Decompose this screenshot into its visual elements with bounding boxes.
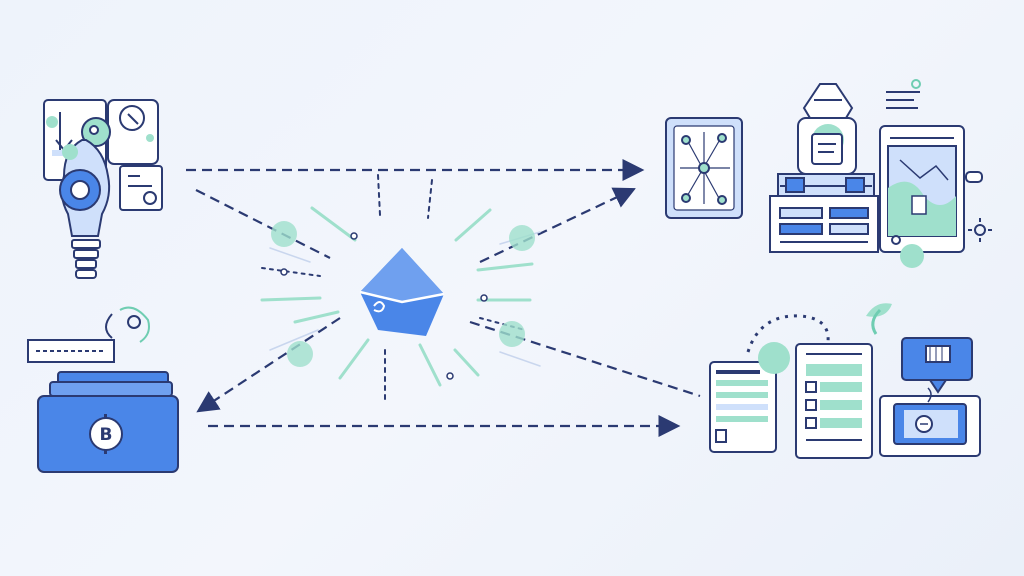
- lightbulb-document-icon: [43, 99, 163, 279]
- tablet-map-icon: [879, 79, 992, 268]
- mint-dot: [271, 221, 297, 247]
- building-kiosk-icon: [769, 83, 879, 253]
- report-document-icon: [709, 314, 830, 453]
- connector-center-to-top-right: [479, 187, 636, 263]
- map-document-icon: [665, 117, 743, 219]
- wallet-coin-icon: B: [27, 306, 179, 473]
- mint-dot: [509, 225, 535, 251]
- connector-center-to-bottom-left: [196, 317, 341, 413]
- checklist-document-icon: [795, 343, 873, 459]
- mint-dot: [499, 321, 525, 347]
- connector-top-left-to-top-right-diagonal: [195, 189, 331, 259]
- monitor-screen-icon: [866, 303, 981, 457]
- coin-letter: B: [100, 425, 113, 445]
- water-drop-hub-icon: [359, 248, 445, 336]
- sparkle-icon: [968, 218, 992, 242]
- center-hub: [260, 174, 541, 401]
- connectors: [186, 159, 701, 437]
- mint-dot: [287, 341, 313, 367]
- burst-rays: [260, 174, 541, 401]
